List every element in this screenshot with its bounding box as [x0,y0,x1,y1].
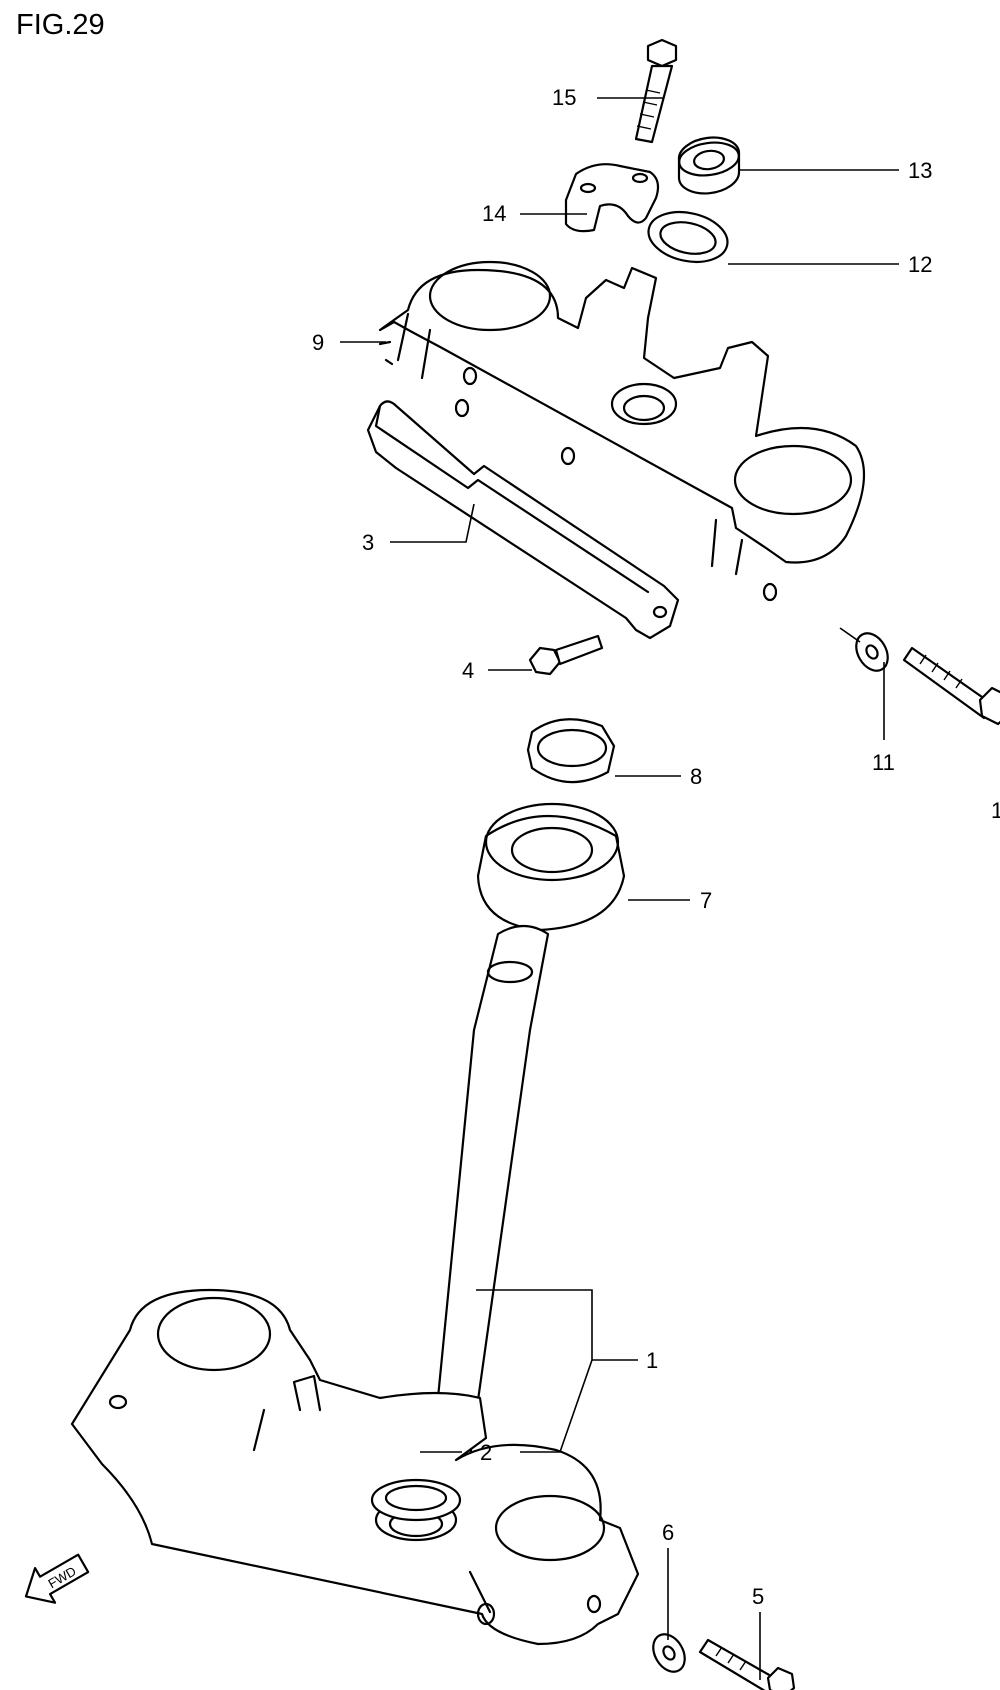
callout-10: 10 [991,798,1000,823]
part-13-cap [677,136,741,195]
callout-5: 5 [752,1584,764,1609]
callout-15: 15 [552,85,576,110]
callout-3: 3 [362,530,374,555]
callout-6: 6 [662,1520,674,1545]
callout-4: 4 [462,658,474,683]
part-11-washer [855,632,889,672]
part-2-seal [370,1478,462,1522]
part-5-bolt [698,1638,796,1690]
part-7-bearing [476,802,626,932]
callout-12: 12 [908,252,932,277]
part-3-cover [366,400,680,640]
callout-7: 7 [700,888,712,913]
callout-13: 13 [908,158,932,183]
callout-8: 8 [690,764,702,789]
callout-1: 1 [646,1348,658,1373]
part-9-upper-bracket [378,260,866,602]
callout-9: 9 [312,330,324,355]
callout-11: 11 [872,750,895,775]
part-4-bolt [528,634,604,676]
part-1-steering-stem [70,924,640,1646]
leader-lines [340,97,899,1680]
figure-title: FIG.29 [16,9,105,41]
part-14-holder [564,163,660,233]
fwd-arrow-icon: FWD [24,1553,90,1604]
callout-14: 14 [482,201,506,226]
callout-numbers: 15 13 14 12 9 3 4 8 7 11 10 1 2 6 5 [312,85,1000,1609]
part-6-washer [652,1633,686,1673]
part-10-bolt [902,646,1000,726]
part-15-bolt [634,38,678,144]
part-12-ring [647,210,729,264]
part-8-nut [526,718,616,784]
callout-2: 2 [480,1440,492,1465]
